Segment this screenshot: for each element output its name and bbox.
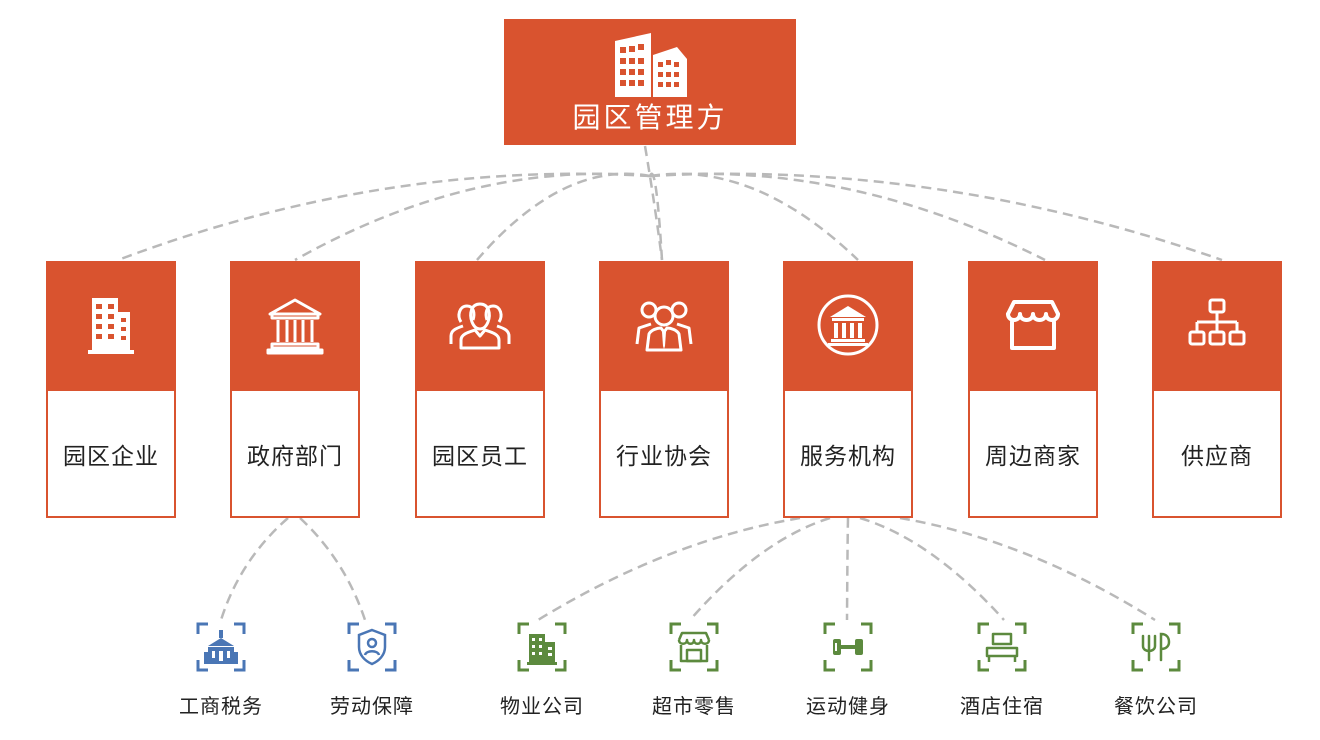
node-park-employees[interactable]: 园区员工	[415, 261, 545, 518]
node-label: 服务机构	[800, 443, 896, 470]
connector-line	[649, 172, 1223, 262]
node-nearby-merchants[interactable]: 周边商家	[968, 261, 1098, 518]
connector-line	[648, 172, 664, 261]
connector-line	[649, 172, 1046, 262]
institution-circle-icon	[817, 294, 879, 356]
node-header	[48, 263, 174, 391]
labor-shield-icon	[347, 622, 397, 672]
node-header	[1154, 263, 1280, 391]
sub-item-label: 餐饮公司	[1114, 694, 1198, 718]
root-label: 园区管理方	[572, 101, 728, 134]
sub-item-label: 工商税务	[179, 694, 263, 718]
supermarket-icon	[669, 622, 719, 672]
connector-line	[299, 517, 367, 621]
hierarchy-network-icon	[1188, 298, 1246, 346]
connector-line	[899, 516, 1156, 622]
hotel-bed-icon	[977, 622, 1027, 672]
node-label: 供应商	[1181, 443, 1253, 470]
connector-line	[476, 172, 651, 261]
connector-line	[219, 517, 289, 621]
connector-line	[859, 516, 1005, 621]
sub-item-label: 运动健身	[806, 694, 890, 718]
connector-line	[537, 516, 801, 622]
association-meeting-icon	[635, 301, 693, 352]
node-suppliers[interactable]: 供应商	[1152, 261, 1282, 518]
dining-fork-icon	[1131, 622, 1181, 672]
sub-item-label: 酒店住宿	[960, 694, 1044, 718]
storefront-icon	[1006, 300, 1060, 350]
property-building-icon	[517, 622, 567, 672]
node-header	[601, 263, 727, 391]
connector-root	[643, 145, 664, 261]
node-header	[232, 263, 358, 391]
sub-item-label: 劳动保障	[330, 694, 414, 718]
node-label: 周边商家	[985, 443, 1081, 470]
government-building-icon	[266, 298, 324, 355]
node-header	[417, 263, 543, 391]
node-header	[785, 263, 911, 391]
node-government[interactable]: 政府部门	[230, 261, 360, 518]
node-header	[970, 263, 1096, 391]
tax-office-icon	[196, 622, 246, 672]
connector-line	[845, 517, 850, 621]
people-group-icon	[449, 302, 511, 350]
node-label: 行业协会	[616, 443, 712, 470]
sub-item-label: 超市零售	[652, 694, 736, 718]
connector-line	[689, 516, 831, 621]
connector-line	[294, 172, 651, 262]
node-label: 园区企业	[63, 443, 159, 470]
node-label: 园区员工	[432, 443, 528, 470]
sub-item-label: 物业公司	[500, 694, 584, 718]
dumbbell-icon	[823, 622, 873, 672]
node-industry-association[interactable]: 行业协会	[599, 261, 729, 518]
node-park-enterprises[interactable]: 园区企业	[46, 261, 176, 518]
node-service-institutions[interactable]: 服务机构	[783, 261, 913, 518]
connector-line	[649, 172, 859, 261]
office-tower-icon	[88, 298, 134, 354]
office-buildings-icon	[615, 33, 687, 97]
node-label: 政府部门	[247, 443, 343, 470]
root-node-park-management[interactable]: 园区管理方	[504, 19, 796, 145]
